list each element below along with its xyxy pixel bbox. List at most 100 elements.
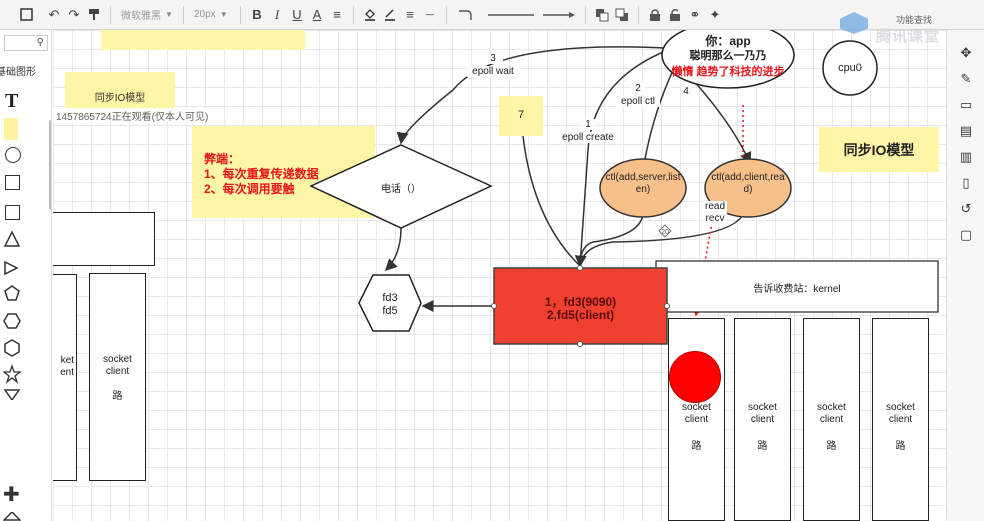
align-icon[interactable]: ≡: [333, 7, 341, 22]
fd-hexagon[interactable]: [358, 274, 422, 332]
font-family-select[interactable]: 微软雅黑▼: [117, 5, 177, 25]
live-viewer-text: 1457865724正在观看(仅本人可见): [56, 111, 209, 123]
page-icon[interactable]: ▤: [959, 123, 973, 138]
diamond-shape-icon[interactable]: [3, 512, 21, 521]
edge-ctl-server[interactable]: [579, 205, 645, 267]
bring-front-icon[interactable]: [592, 4, 612, 26]
style-icon[interactable]: ✎: [960, 71, 972, 86]
left-top-box[interactable]: [53, 212, 155, 266]
sticky-note-sync-io[interactable]: 同步IO模型: [819, 127, 939, 172]
history-icon[interactable]: ↺: [960, 201, 972, 216]
line-width-icon[interactable]: ≡: [406, 7, 414, 22]
rectangle-shape-icon[interactable]: [5, 205, 20, 220]
toolbar-divider: [183, 5, 184, 24]
shape-search-input[interactable]: ⚲: [4, 35, 48, 51]
edge-epoll-wait[interactable]: [396, 46, 666, 145]
live-viewer-badge: 1457865724正在观看(仅本人可见): [53, 108, 218, 123]
bold-icon[interactable]: B: [252, 7, 262, 22]
square-shape-icon[interactable]: [5, 175, 20, 190]
edge-four[interactable]: [692, 79, 752, 165]
format-painter-icon[interactable]: [84, 4, 104, 26]
line-color-icon[interactable]: [380, 4, 400, 26]
cpu-circle[interactable]: [822, 40, 878, 96]
document-icon[interactable]: ▯: [962, 175, 970, 190]
shape-library-panel: ⚲ 基础图形 T ✚: [0, 30, 52, 521]
search-icon: ⚲: [36, 37, 44, 48]
edge-epoll-wait-label: epoll wait: [467, 66, 519, 77]
fill-color-icon[interactable]: [360, 4, 380, 26]
rotate-handle-icon[interactable]: 20: [658, 224, 672, 238]
app-bubble[interactable]: [661, 30, 795, 89]
socket-2-road: 路: [757, 441, 768, 452]
basic-shapes-title: 基础图形: [0, 67, 36, 78]
drawback-title: 弊端：: [204, 152, 241, 166]
red-event-dot[interactable]: [669, 351, 721, 403]
red-box-line2: 2,fd5(client): [546, 308, 615, 322]
kernel-box[interactable]: [655, 260, 939, 313]
left-socket-road: 路: [112, 391, 123, 402]
plus-shape-icon[interactable]: ✚: [3, 484, 20, 506]
toolbar-divider: [110, 5, 111, 24]
group-icon[interactable]: ⚭: [689, 6, 701, 22]
format-panel-icon[interactable]: [16, 4, 36, 26]
diagram-connectors: 20: [309, 30, 939, 347]
circle-shape-icon[interactable]: [5, 147, 21, 163]
sticky-note-top[interactable]: [101, 30, 305, 50]
svg-text:20: 20: [661, 229, 669, 236]
toolbar-divider: [446, 5, 447, 24]
socket-4-road: 路: [895, 441, 906, 452]
font-color-icon[interactable]: A: [312, 7, 322, 22]
hexagon-line2: fd5: [382, 305, 398, 317]
undo-icon[interactable]: ↶: [48, 6, 60, 22]
diagram-canvas[interactable]: 同步IO模型 1457865724正在观看(仅本人可见) 7 弊端： 1、每次重…: [53, 30, 946, 521]
edge-ctl-client[interactable]: [579, 207, 746, 267]
sticky-shape-icon[interactable]: [4, 118, 18, 140]
layers-icon[interactable]: ▥: [959, 149, 973, 164]
magic-wand-icon[interactable]: ✦: [709, 6, 721, 22]
edge-seven[interactable]: [522, 135, 581, 267]
drawback-item-2: 2、每次调用要触: [204, 182, 295, 196]
right-tools-panel: ✥ ✎ ▭ ▤ ▥ ▯ ↺ ▢: [946, 30, 984, 521]
toolbar: ↶ ↷ 微软雅黑▼ 20px▼ B I U A ≡ ≡ ┈: [0, 0, 984, 30]
app-bubble-line3: 懒惰 趋势了科技的进步: [671, 66, 785, 78]
underline-icon[interactable]: U: [292, 7, 302, 22]
socket-3-road: 路: [826, 441, 837, 452]
cursor-icon[interactable]: ✥: [960, 45, 972, 60]
line-end-icon[interactable]: [539, 4, 579, 26]
redo-icon[interactable]: ↷: [68, 6, 80, 22]
edge-epoll-create-num: 1: [581, 119, 595, 130]
decision-diamond[interactable]: [309, 144, 493, 229]
edge-epoll-create[interactable]: [574, 49, 669, 268]
line-style-icon[interactable]: ┈: [426, 6, 434, 22]
text-shape-icon[interactable]: T: [5, 90, 19, 112]
edge-read-recv-dotted[interactable]: [696, 105, 744, 315]
ctl-server-ellipse[interactable]: [599, 158, 687, 218]
watermark-brand: 腾讯课堂: [876, 28, 941, 45]
send-back-icon[interactable]: [612, 4, 632, 26]
edge-decision-hex[interactable]: [384, 227, 402, 272]
font-size-select[interactable]: 20px▼: [194, 9, 228, 20]
comment-icon[interactable]: ▢: [959, 227, 973, 242]
connector-style-icon[interactable]: [453, 4, 483, 26]
lock-icon[interactable]: [645, 4, 665, 26]
sticky-sync-io-label: 同步IO模型: [94, 93, 146, 104]
unlock-icon[interactable]: [665, 4, 685, 26]
line-start-icon[interactable]: [483, 4, 539, 26]
sticky-note-seven[interactable]: 7: [499, 96, 543, 136]
format-icon[interactable]: ▭: [959, 97, 973, 112]
socket-1-road: 路: [691, 441, 702, 452]
edge-epoll-create-label: epoll create: [558, 132, 618, 143]
panel-scrollbar[interactable]: [49, 120, 51, 210]
shape-icons-column: [3, 230, 22, 400]
watermark-logo-icon: [840, 12, 868, 34]
italic-icon[interactable]: I: [274, 6, 280, 22]
